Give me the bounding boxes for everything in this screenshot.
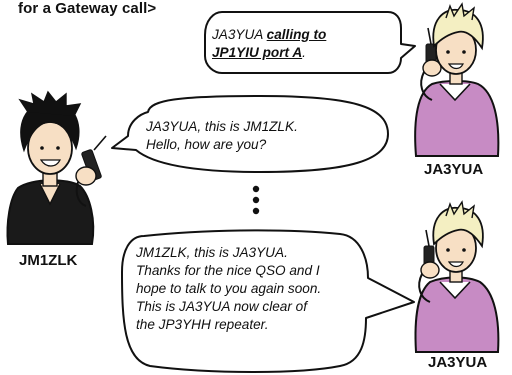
operator-ja3yua-top-illustration [414, 2, 500, 157]
speech-bubble-signoff [121, 229, 415, 373]
section-title: for a Gateway call> [18, 0, 157, 17]
bubble-signoff-line-4: This is JA3YUA now clear of [136, 299, 307, 314]
bubble-calling-emphasis-2: JP1YIU port A [212, 45, 303, 60]
bubble-greeting-text: JA3YUA, this is JM1ZLK. Hello, how are y… [146, 118, 386, 154]
callsign-jm1zlk: JM1ZLK [19, 252, 78, 269]
callsign-ja3yua-bottom: JA3YUA [428, 354, 488, 371]
bubble-calling-emphasis-1: calling to [266, 27, 327, 42]
speech-bubble-calling [204, 11, 416, 74]
bubble-signoff-line-3: hope to talk to you again soon. [136, 281, 322, 296]
bubble-calling-text: JA3YUA calling to JP1YIU port A. [212, 26, 402, 62]
bubble-greeting-line-1: JA3YUA, this is JM1ZLK. [146, 119, 298, 134]
bubble-signoff-line-5: the JP3YHH repeater. [136, 317, 269, 332]
bubble-calling-suffix: . [302, 45, 306, 60]
bubble-calling-prefix: JA3YUA [212, 27, 267, 42]
bubble-greeting-line-2: Hello, how are you? [146, 137, 267, 152]
bubble-signoff-line-1: JM1ZLK, this is JA3YUA. [136, 245, 288, 260]
operator-jm1zlk-illustration [6, 90, 107, 245]
operator-ja3yua-bottom-illustration [414, 200, 500, 353]
bubble-signoff-line-2: Thanks for the nice QSO and I [136, 263, 320, 278]
callsign-ja3yua-top: JA3YUA [424, 161, 484, 178]
bubble-signoff-text: JM1ZLK, this is JA3YUA. Thanks for the n… [136, 244, 351, 334]
ellipsis-dots [252, 185, 260, 215]
speech-bubble-greeting [111, 95, 389, 173]
